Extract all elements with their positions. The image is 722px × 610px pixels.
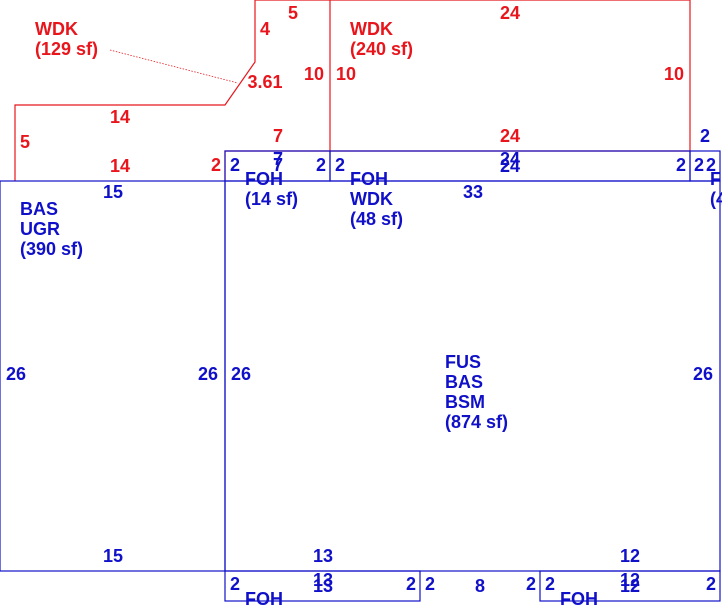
bas-ugr-label-line2: UGR <box>20 219 60 239</box>
dim-br-right: 2 <box>706 574 716 594</box>
dim-wdk-left-bottom: 14 <box>110 156 130 176</box>
wdk-right-area: (240 sf) <box>350 39 413 59</box>
dim-br-top: 12 <box>620 570 640 590</box>
dim-br-left: 2 <box>545 574 555 594</box>
dim-bas-top: 15 <box>103 182 123 202</box>
dim-bas-left: 26 <box>6 364 26 384</box>
foh-bottom-left-label: FOH <box>245 589 283 609</box>
dim-wdk-left-small: 2 <box>211 155 221 175</box>
foh-wdk-label-line2: WDK <box>350 189 393 209</box>
dim-bl-right: 2 <box>406 574 416 594</box>
foh-right-area: (4 <box>710 189 722 209</box>
house-dimensions: 15 26 26 15 2 7 7 2 2 24 24 2 2 2 2 33 2… <box>6 126 716 596</box>
main-area: (874 sf) <box>445 412 508 432</box>
wdk-dimensions: 5 4 3.61 10 14 5 14 7 2 24 10 10 24 <box>20 3 684 176</box>
foh-bottom-left-outline <box>224 570 421 602</box>
wdk-left-label: WDK <box>35 19 78 39</box>
dim-wdk-right-bottom: 24 <box>500 126 520 146</box>
foh-wdk-area: (48 sf) <box>350 209 403 229</box>
dim-wdk-left-top: 5 <box>288 3 298 23</box>
bas-ugr-label-line1: BAS <box>20 199 58 219</box>
dim-far-right-top: 2 <box>700 126 710 146</box>
dim-bl-top: 13 <box>313 570 333 590</box>
dim-br-bottom: 12 <box>620 576 640 596</box>
dim-main-bottom-right: 12 <box>620 546 640 566</box>
dim-wdk-right-right: 10 <box>664 64 684 84</box>
dim-foh-small-bottom: 7 <box>273 155 283 175</box>
foh-far-right-outline <box>689 150 721 182</box>
main-label-line3: BSM <box>445 392 485 412</box>
foh-bottom-right-outline <box>539 570 721 602</box>
dim-foh-wdk-top: 24 <box>500 149 520 169</box>
bas-ugr-area: (390 sf) <box>20 239 83 259</box>
foh-bottom-right-label: FOH <box>560 589 598 609</box>
dim-wdk-left-step: 14 <box>110 107 130 127</box>
dim-far-right-left: 2 <box>694 155 704 175</box>
dim-wdk-left-inner-bottom: 7 <box>273 126 283 146</box>
dim-gap-left: 2 <box>425 574 435 594</box>
foh-wdk-label-line1: FOH <box>350 169 388 189</box>
dim-far-right-right: 2 <box>706 155 716 175</box>
dim-main-top: 33 <box>463 182 483 202</box>
dim-main-bottom-left: 13 <box>313 546 333 566</box>
foh-right-label: F <box>710 169 721 189</box>
dim-main-right: 26 <box>693 364 713 384</box>
dim-bl-bottom: 13 <box>313 576 333 596</box>
dim-wdk-left-right: 10 <box>304 64 324 84</box>
wdk-left-callout-leader <box>109 49 239 84</box>
main-label-line2: BAS <box>445 372 483 392</box>
dim-wdk-left-diag-top: 4 <box>260 19 270 39</box>
wdk-right-label: WDK <box>350 19 393 39</box>
dim-bl-left: 2 <box>230 574 240 594</box>
foh-small-label: FOH <box>245 169 283 189</box>
dim-foh-small-top: 7 <box>273 149 283 169</box>
dim-gap-middle: 8 <box>475 576 485 596</box>
dim-main-left: 26 <box>231 364 251 384</box>
wdk-left-area: (129 sf) <box>35 39 98 59</box>
dim-bas-right: 26 <box>198 364 218 384</box>
house-outlines <box>0 150 721 602</box>
dim-foh-small-right: 2 <box>316 155 326 175</box>
dim-wdk-left-side: 5 <box>20 132 30 152</box>
dim-foh-wdk-bottom: 24 <box>500 156 520 176</box>
dim-bas-bottom: 15 <box>103 546 123 566</box>
dim-gap-right: 2 <box>526 574 536 594</box>
dim-wdk-right-left: 10 <box>336 64 356 84</box>
dim-foh-small-left: 2 <box>230 155 240 175</box>
dim-foh-wdk-right: 2 <box>676 155 686 175</box>
dim-wdk-right-top: 24 <box>500 3 520 23</box>
foh-small-area: (14 sf) <box>245 189 298 209</box>
dim-wdk-left-diag: 3.61 <box>247 72 282 92</box>
main-label-line1: FUS <box>445 352 481 372</box>
dim-foh-wdk-left: 2 <box>335 155 345 175</box>
